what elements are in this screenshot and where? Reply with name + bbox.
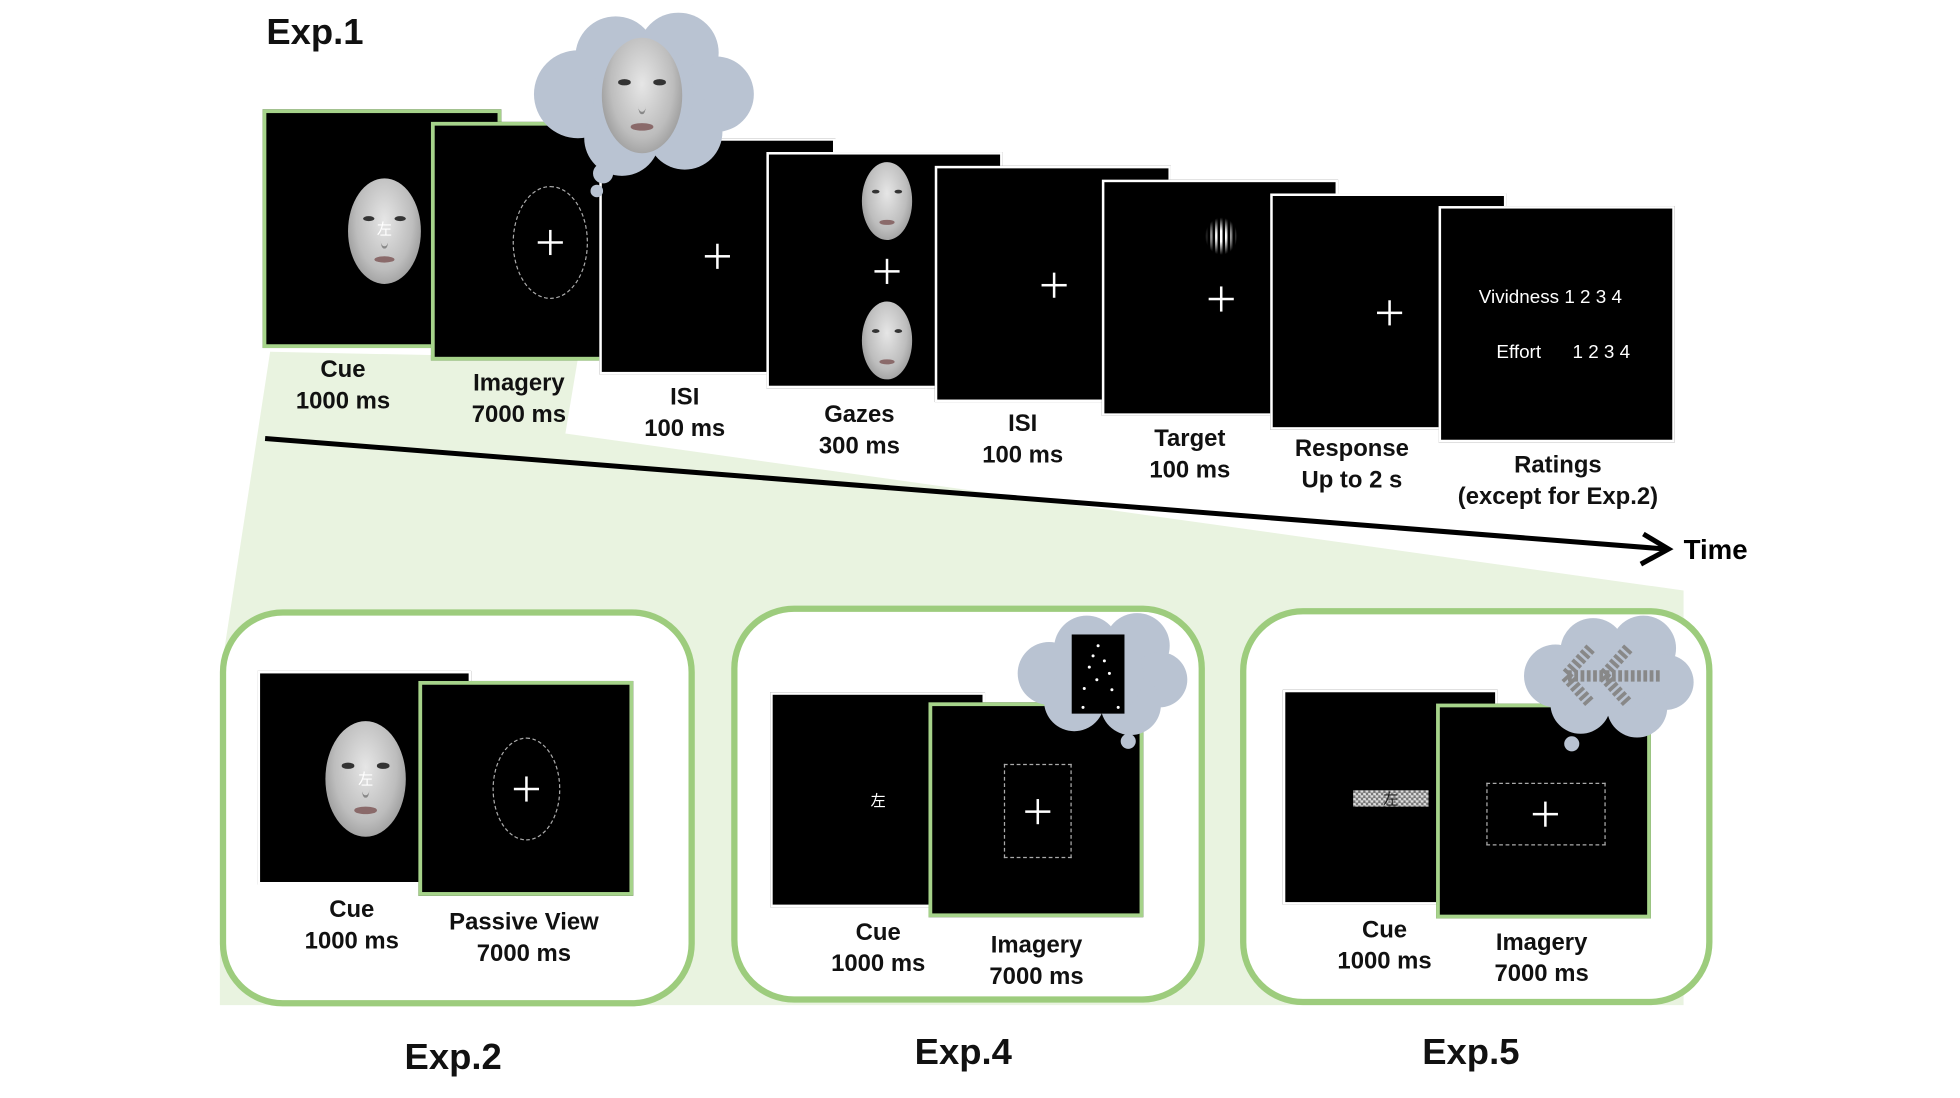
fixation-cross: [1377, 300, 1403, 326]
time-label: Time: [1683, 533, 1748, 566]
face-image: [861, 162, 913, 240]
imagined-face: [601, 37, 683, 154]
exp2-title: Exp.2: [404, 1037, 502, 1078]
cue-char: 左: [358, 770, 374, 789]
fixation-cross: [1532, 801, 1558, 827]
cue-char: 左: [870, 792, 886, 810]
gabor-target: [1204, 217, 1238, 256]
thought-cloud: [1524, 615, 1694, 752]
dashed-oval: [512, 185, 588, 300]
exp2-frame-passive-view: [418, 680, 634, 896]
checkerboard-cue-bar: [1353, 790, 1429, 807]
cue-char: 左: [376, 220, 393, 239]
exp4-frame-imagery: [928, 702, 1144, 918]
fixation-cross: [1208, 286, 1234, 312]
fixation-cross: [1041, 272, 1067, 298]
cue-char: 左: [1383, 790, 1399, 809]
fixation-cross: [537, 229, 563, 256]
fixation-cross: [704, 243, 730, 269]
exp5-title: Exp.5: [1422, 1032, 1520, 1073]
face-image: [325, 721, 406, 837]
dashed-rectangle: [1486, 782, 1606, 846]
dashed-oval: [492, 737, 561, 841]
dashed-rectangle: [1003, 763, 1072, 859]
fixation-cross: [874, 258, 900, 284]
exp4-title: Exp.4: [914, 1032, 1012, 1073]
vividness-scale: Vividness 1 2 3 4: [1478, 286, 1622, 308]
fixation-cross: [1025, 799, 1051, 825]
label-ratings: Ratings(except for Exp.2): [1457, 452, 1659, 511]
arrow-icon: [1557, 644, 1663, 708]
thought-cloud: [1017, 613, 1188, 749]
exp5-frame-imagery: [1436, 703, 1651, 919]
exp1-title: Exp.1: [266, 12, 364, 53]
face-image: [348, 178, 421, 284]
face-image: [861, 301, 913, 380]
fixation-cross: [513, 776, 539, 802]
frame-ratings: Vividness 1 2 3 4 Effort 1 2 3 4: [1438, 206, 1675, 443]
effort-scale: Effort 1 2 3 4: [1496, 341, 1631, 364]
